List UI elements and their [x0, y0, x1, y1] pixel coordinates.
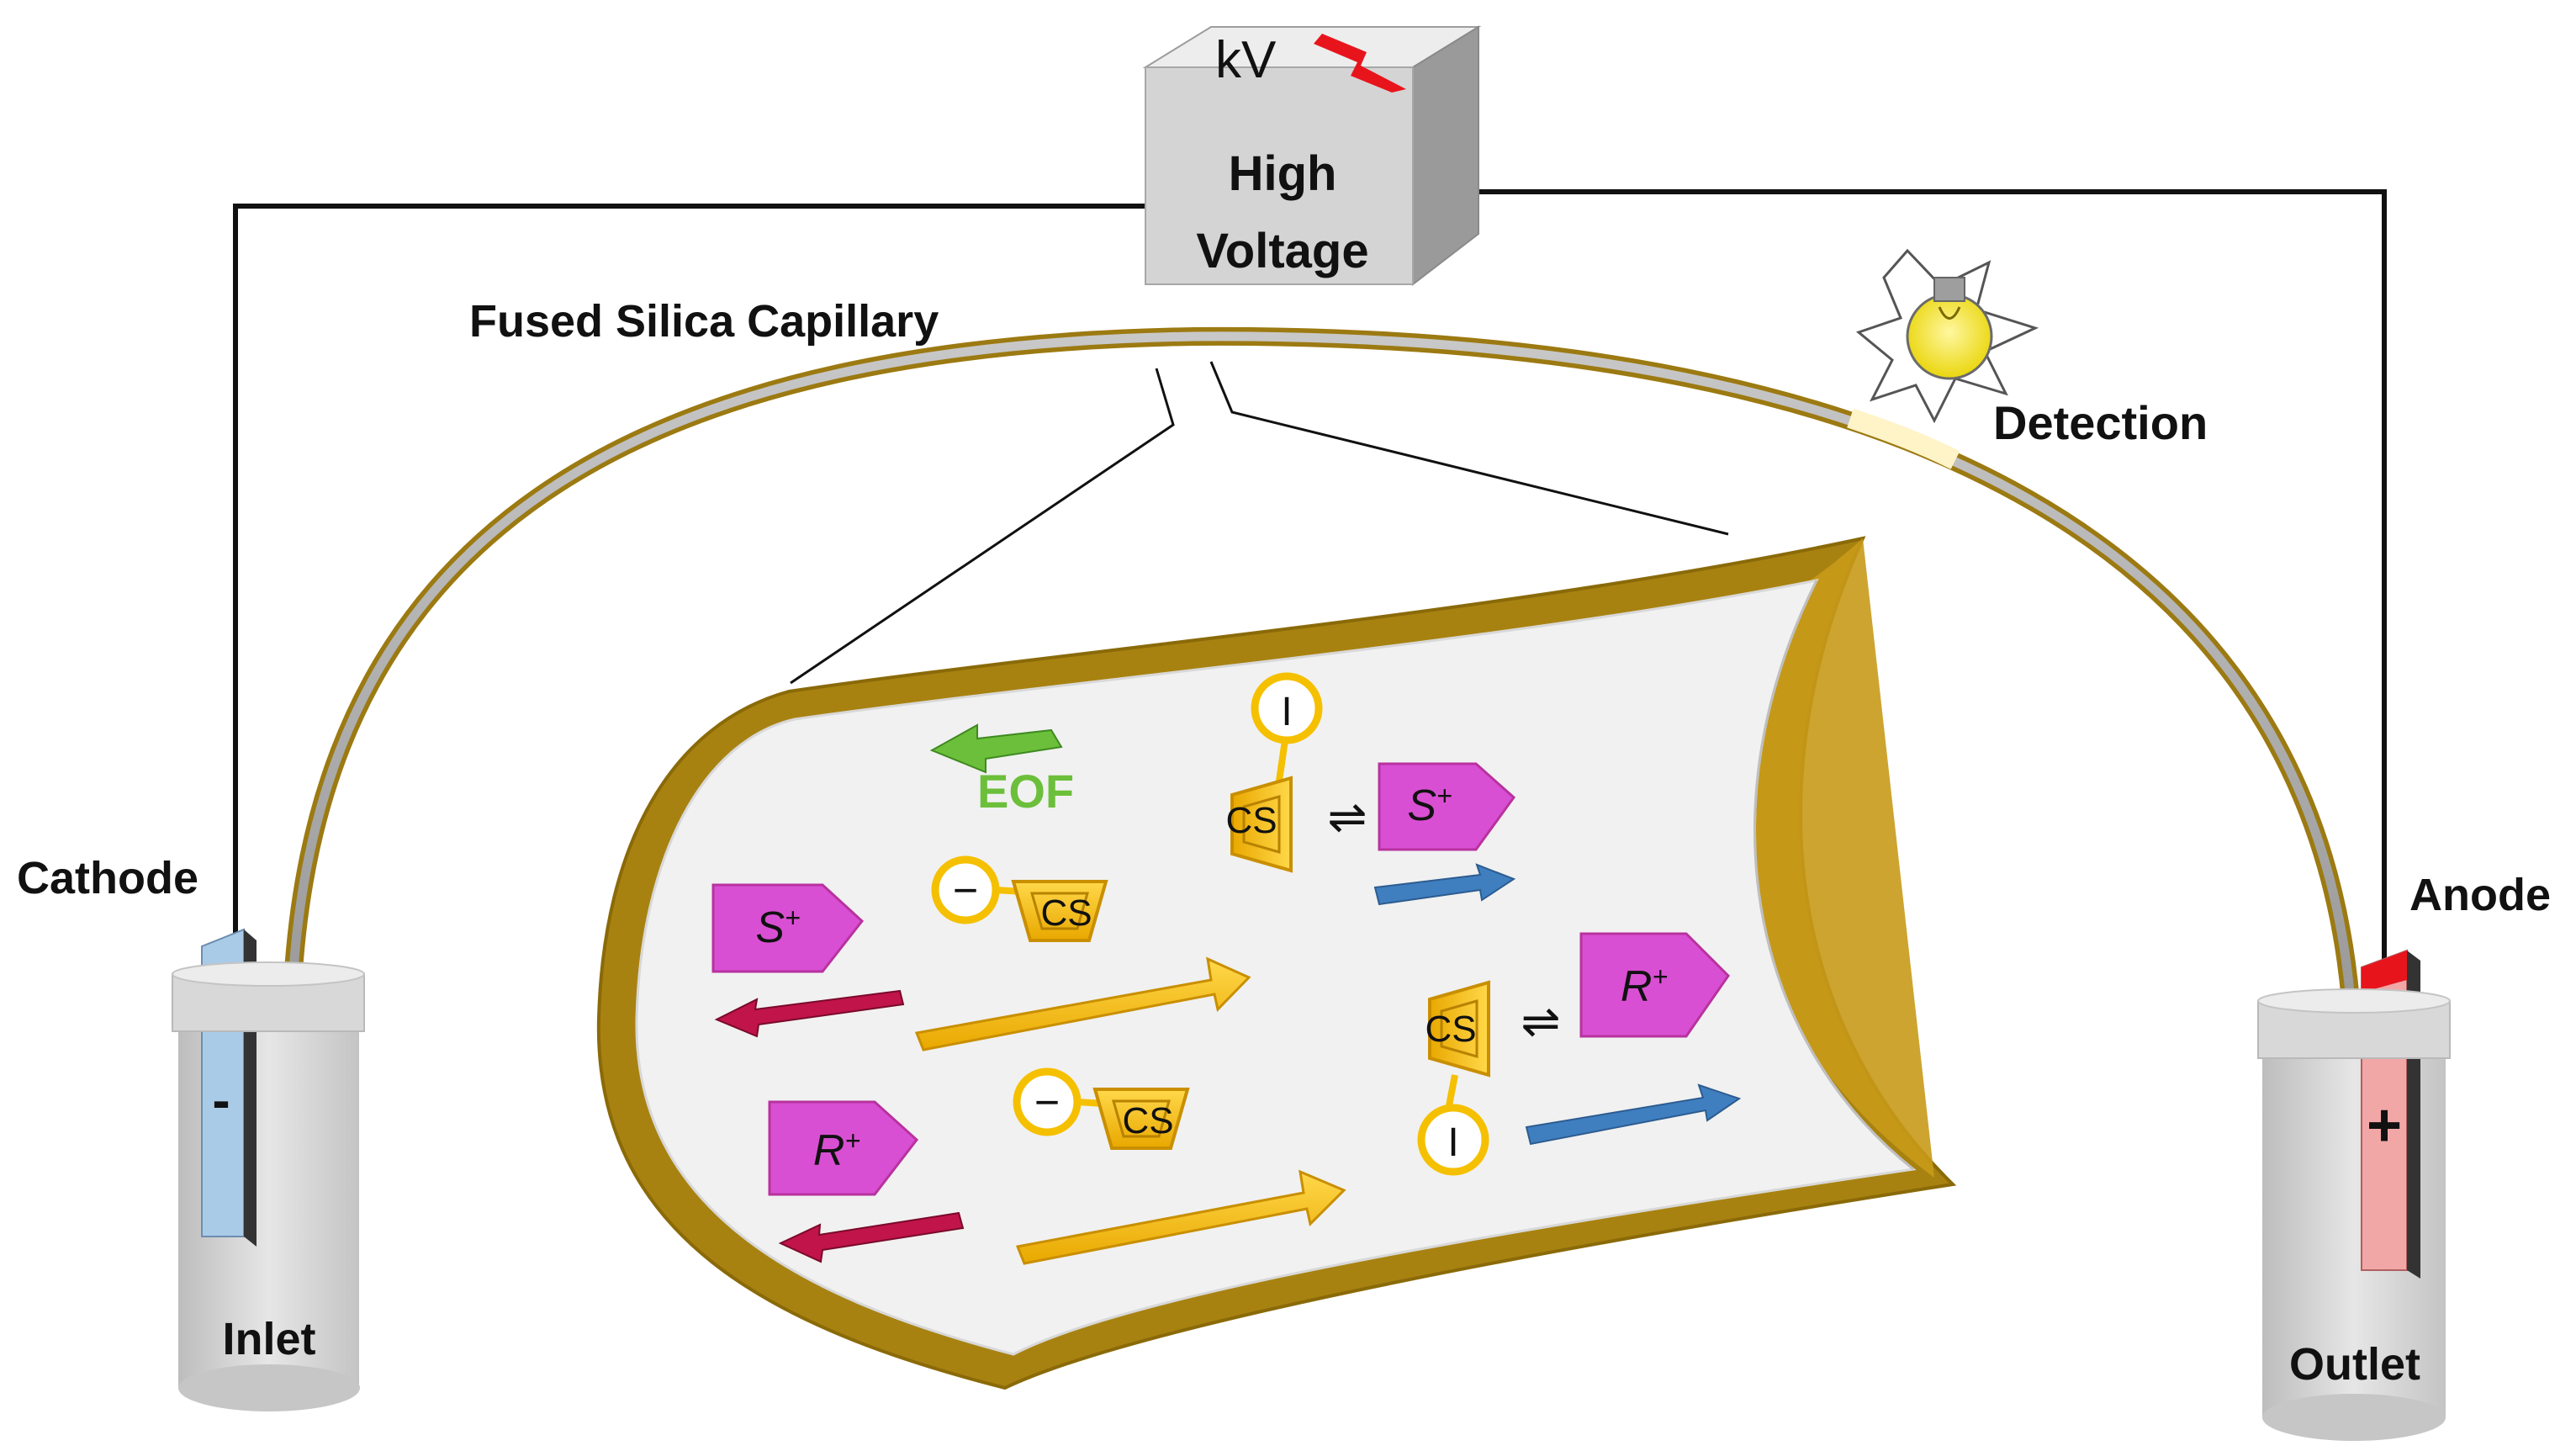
selector-cs: CS [1225, 800, 1277, 841]
lightning-spark-icon [1314, 34, 1406, 93]
detection-label: Detection [1993, 396, 2208, 449]
svg-text:−: − [1034, 1078, 1060, 1127]
svg-text:R+: R+ [813, 1125, 860, 1175]
eof-arrow-icon [929, 723, 1063, 774]
gold-migration-arrow [1015, 1169, 1346, 1265]
free-r-analyte: R+ [768, 1100, 965, 1263]
s-cation-shape [1378, 762, 1516, 851]
neutral-tag [1251, 672, 1323, 744]
anionic-selector-upper: − CS [914, 855, 1251, 1051]
circuit-wires [233, 189, 2387, 959]
s-cation-shape [711, 883, 865, 973]
cathode-wire [233, 204, 1152, 934]
neutral-tag [1417, 1104, 1489, 1176]
detection-lamp-icon [1855, 248, 2039, 424]
red-migration-arrow [714, 989, 905, 1038]
svg-text:I: I [1281, 690, 1292, 734]
free-s-analyte: S+ [711, 883, 905, 1038]
equilibrium-symbol: ⇌ [1521, 994, 1561, 1047]
high-voltage-supply: kV High Voltage [1142, 25, 1482, 287]
svg-text:−: − [953, 866, 978, 915]
gold-migration-arrow [914, 956, 1251, 1051]
outlet-label: Outlet [2289, 1339, 2420, 1390]
neutral-selector-r-complex: CS I ⇌ R+ [1417, 932, 1742, 1176]
blue-migration-arrow [1373, 863, 1516, 906]
svg-text:R+: R+ [1621, 961, 1668, 1011]
eof-label: EOF [977, 765, 1074, 818]
selector-cs: CS [1425, 1009, 1476, 1050]
red-migration-arrow [778, 1211, 965, 1263]
zoom-lines [790, 361, 1729, 685]
high-voltage-title-line1: High [1229, 146, 1337, 201]
r-cation-shape [1579, 932, 1730, 1038]
detection-window [1847, 408, 1960, 469]
selector-cs: CS [1040, 892, 1092, 934]
equilibrium-symbol: ⇌ [1328, 790, 1367, 843]
r-cation-shape [768, 1100, 919, 1196]
svg-text:I: I [1447, 1120, 1458, 1165]
svg-text:S+: S+ [1407, 781, 1452, 830]
outlet-vial: + [2257, 949, 2451, 1441]
selector-cs: CS [1122, 1100, 1173, 1141]
blue-migration-arrow [1525, 1083, 1742, 1146]
inlet-label: Inlet [222, 1314, 315, 1364]
kv-unit-label: kV [1215, 31, 1277, 89]
fused-silica-capillary [283, 326, 2360, 1010]
anode-wire [1476, 189, 2387, 959]
svg-text:S+: S+ [755, 903, 800, 952]
eof-indicator: EOF [929, 723, 1074, 818]
anode-label: Anode [2409, 870, 2551, 920]
inlet-vial: - [172, 928, 365, 1411]
capillary-label: Fused Silica Capillary [469, 296, 939, 347]
cathode-minus-sign: - [212, 1070, 230, 1131]
high-voltage-title-line2: Voltage [1196, 224, 1368, 278]
anode-plus-sign: + [2367, 1092, 2402, 1159]
neutral-selector-s-complex: I CS ⇌ S+ [1225, 672, 1516, 906]
anionic-selector-lower: − CS [1013, 1067, 1346, 1265]
cathode-label: Cathode [17, 853, 198, 903]
